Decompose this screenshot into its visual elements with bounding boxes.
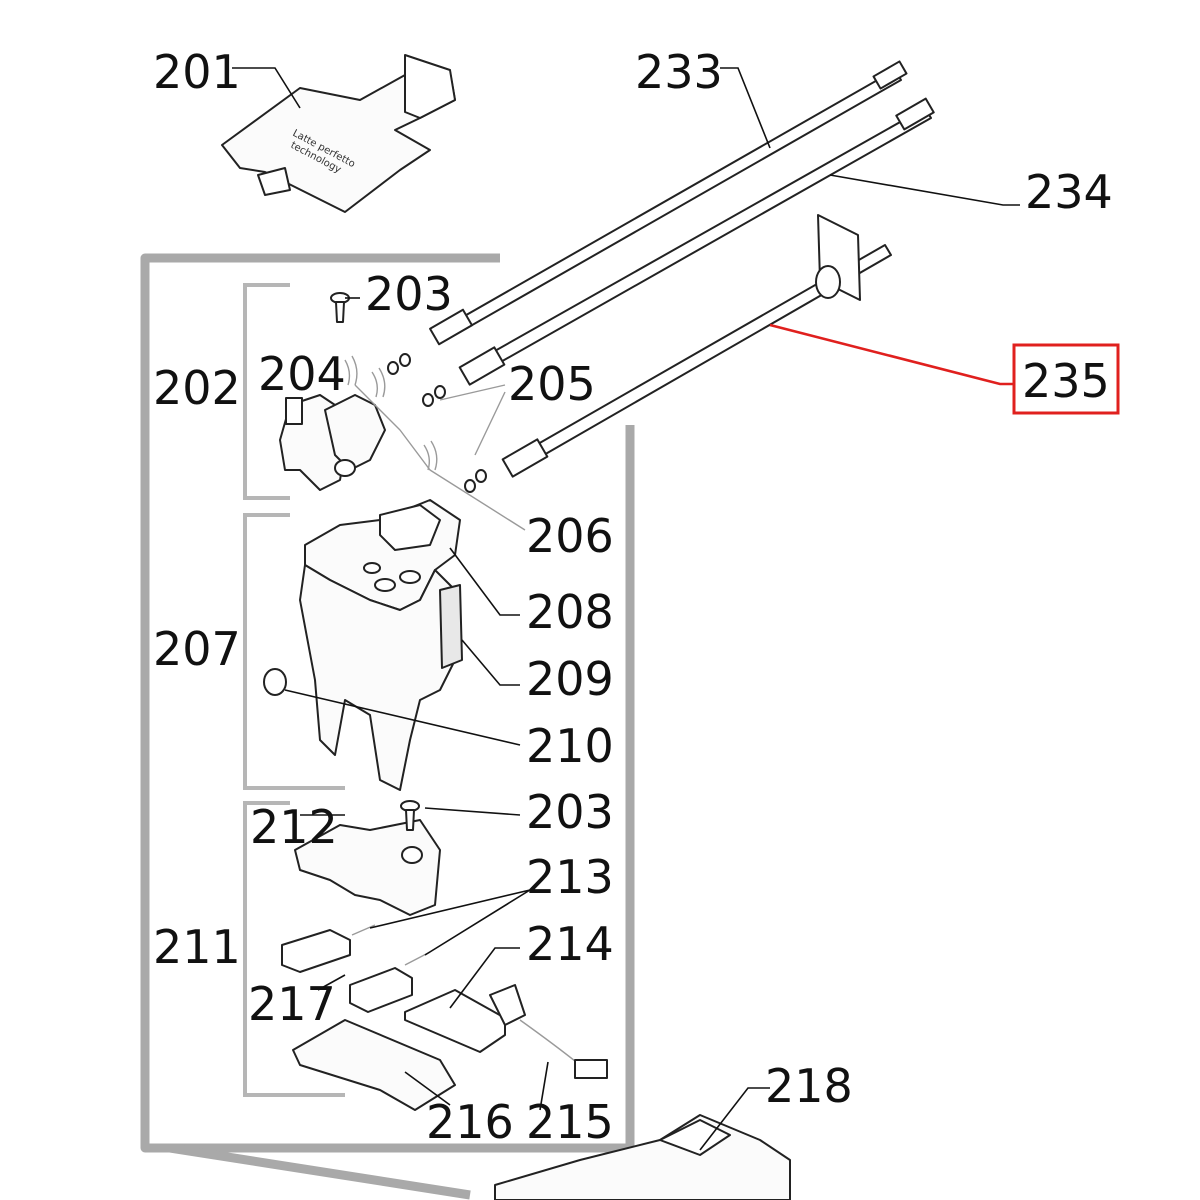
label-201: 201	[153, 45, 241, 99]
label-213: 213	[526, 850, 614, 904]
label-206: 206	[526, 509, 614, 563]
part-205-orings	[387, 353, 487, 493]
label-208: 208	[526, 585, 614, 639]
label-204: 204	[258, 347, 346, 401]
label-203-top: 203	[365, 267, 453, 321]
leader-201	[232, 67, 301, 109]
part-214-board	[404, 989, 506, 1053]
assembly-group-frame	[140, 253, 635, 1153]
part-218-tray	[494, 1114, 791, 1200]
part-203-screw-bottom	[400, 800, 420, 831]
leader-210	[284, 689, 521, 746]
label-209: 209	[526, 652, 614, 706]
part-234-rod	[458, 97, 935, 386]
leader-205	[439, 384, 506, 456]
part-216-base	[292, 1019, 456, 1111]
leader-235-highlight	[769, 323, 1015, 386]
leader-213	[369, 889, 531, 956]
label-235: 235	[1022, 354, 1110, 408]
part-204-valve	[279, 394, 386, 491]
label-202: 202	[153, 361, 241, 415]
highlight-box-235	[1012, 343, 1120, 415]
label-234: 234	[1025, 165, 1113, 219]
label-212: 212	[250, 800, 338, 854]
label-233: 233	[635, 45, 723, 99]
part-212-housing	[294, 819, 441, 916]
part-209-side-panel	[439, 584, 463, 669]
label-215: 215	[526, 1095, 614, 1149]
leader-233	[720, 67, 771, 149]
part-206-clips	[344, 355, 438, 471]
leader-215	[539, 1061, 549, 1111]
bracket-211	[243, 801, 345, 1097]
part-203-screw-top	[330, 292, 350, 323]
part-215-cable	[489, 984, 608, 1079]
label-210: 210	[526, 719, 614, 773]
assembly-group-frame-bottom	[169, 1143, 471, 1200]
part-207-body	[299, 499, 461, 791]
label-207: 207	[153, 622, 241, 676]
label-203-bottom: 203	[526, 785, 614, 839]
leader-209	[461, 639, 520, 686]
label-216: 216	[426, 1095, 514, 1149]
leader-234	[829, 174, 1020, 206]
label-211: 211	[153, 920, 241, 974]
part-233-rod	[429, 60, 908, 346]
leader-206	[354, 384, 526, 531]
part-235-rod	[501, 214, 892, 478]
part-201-cover: Latte perfetto technology	[221, 54, 456, 213]
part-217-buttons	[281, 924, 431, 1013]
leader-214	[449, 947, 520, 1009]
leader-217	[317, 974, 346, 991]
leader-208	[449, 547, 520, 616]
label-217: 217	[248, 977, 336, 1031]
label-214: 214	[526, 917, 614, 971]
leader-203-bottom	[424, 807, 521, 816]
label-205: 205	[508, 357, 596, 411]
bracket-202	[243, 283, 290, 500]
leader-218	[699, 1087, 770, 1151]
bracket-207	[243, 513, 345, 790]
leader-216	[404, 1071, 451, 1106]
label-218: 218	[765, 1059, 853, 1113]
part-210-button	[263, 668, 287, 696]
